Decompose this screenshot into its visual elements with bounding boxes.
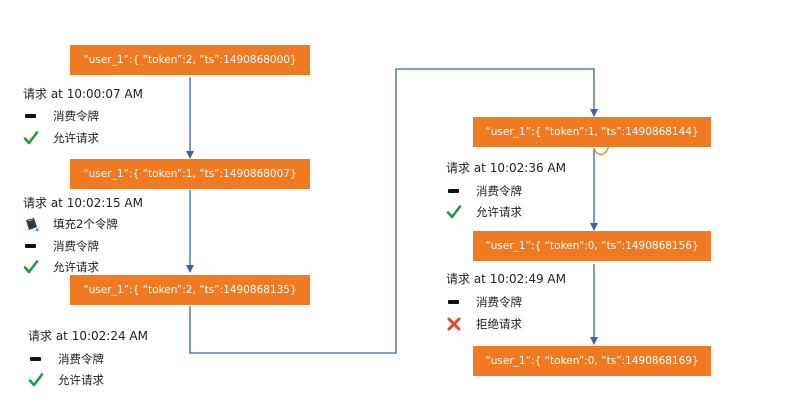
- action-label: 消费令牌: [476, 184, 522, 198]
- request-label-5: 请求 at 10:02:49 AM: [446, 272, 566, 286]
- action-label: 消费令牌: [53, 239, 99, 253]
- action-label: 消费令牌: [53, 109, 99, 123]
- action-label: 消费令牌: [58, 352, 104, 366]
- minus-icon: [28, 351, 44, 367]
- request-label-3: 请求 at 10:02:24 AM: [28, 329, 148, 343]
- checkmark-icon: [23, 259, 39, 275]
- checkmark-icon: [23, 130, 39, 146]
- action-label: 允许请求: [53, 260, 99, 274]
- cross-icon: [446, 316, 462, 332]
- action-label: 填充2个令牌: [53, 217, 118, 231]
- minus-icon: [446, 183, 462, 199]
- action-label: 允许请求: [58, 373, 104, 387]
- request-label-4: 请求 at 10:02:36 AM: [446, 161, 566, 175]
- state-box-4: “user_1”:{ “token”:1, “ts”:1490868144}: [473, 117, 711, 147]
- action-label: 消费令牌: [476, 295, 522, 309]
- request-label-1: 请求 at 10:00:07 AM: [23, 87, 143, 101]
- state-box-1: “user_1”:{ “token”:2, “ts”:1490868000}: [70, 45, 310, 75]
- state-box-5: “user_1”:{ “token”:0, “ts”:1490868156}: [473, 231, 711, 261]
- minus-icon: [23, 108, 39, 124]
- curve-mark: [593, 145, 610, 156]
- request-label-2: 请求 at 10:02:15 AM: [23, 196, 143, 210]
- state-box-2: “user_1”:{ “token”:1, “ts”:1490868007}: [70, 159, 310, 189]
- state-box-3: “user_1”:{ “token”:2, “ts”:1490868135}: [70, 275, 310, 305]
- action-label: 拒绝请求: [476, 317, 522, 331]
- action-label: 允许请求: [53, 131, 99, 145]
- minus-icon: [446, 294, 462, 310]
- state-box-6: “user_1”:{ “token”:0, “ts”:1490868169}: [473, 346, 711, 376]
- arrow-s3-s4: [189, 68, 598, 354]
- action-label: 允许请求: [476, 205, 522, 219]
- bucket-icon: [23, 216, 39, 232]
- checkmark-icon: [28, 372, 44, 388]
- minus-icon: [23, 238, 39, 254]
- checkmark-icon: [446, 204, 462, 220]
